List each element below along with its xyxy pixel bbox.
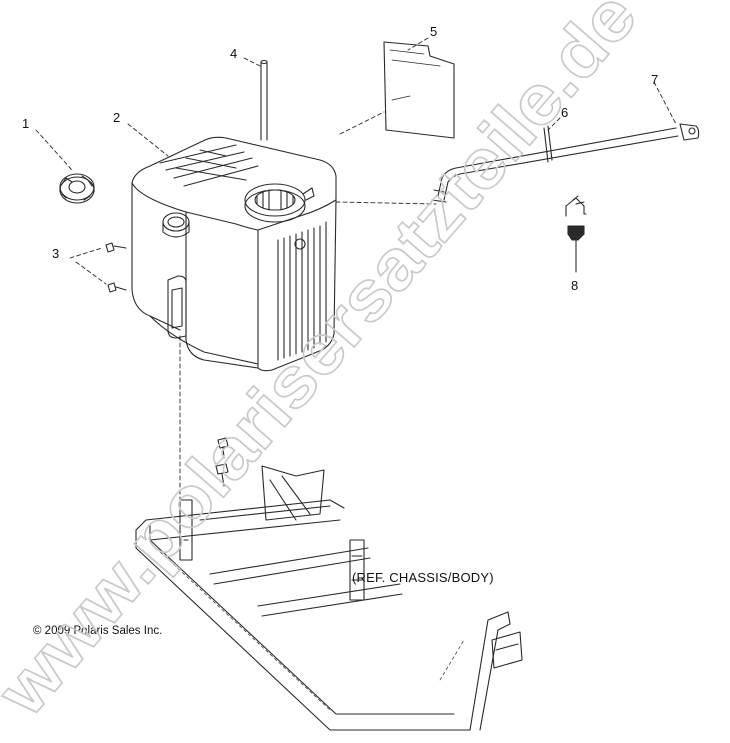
chassis-frame xyxy=(135,465,523,731)
callout-4: 4 xyxy=(230,46,238,61)
callout-5: 5 xyxy=(430,24,438,39)
screws xyxy=(105,242,229,487)
clamp-symbol xyxy=(565,195,587,273)
copyright-notice: © 2009 Polaris Sales Inc. xyxy=(33,625,163,637)
callout-8: 8 xyxy=(571,278,579,293)
callout-1: 1 xyxy=(22,116,30,131)
fitting xyxy=(679,123,700,141)
callout-3: 3 xyxy=(52,246,60,261)
fuel-cap xyxy=(59,173,95,204)
vent-tube xyxy=(260,59,268,141)
callout-7: 7 xyxy=(651,72,659,87)
fuel-hose xyxy=(431,125,679,203)
callout-6: 6 xyxy=(561,105,569,120)
leader-lines xyxy=(35,37,677,506)
reference-label: (REF. CHASSIS/BODY) xyxy=(352,570,494,585)
decal xyxy=(383,41,455,139)
fuel-tank xyxy=(131,136,337,372)
callout-2: 2 xyxy=(113,110,121,125)
